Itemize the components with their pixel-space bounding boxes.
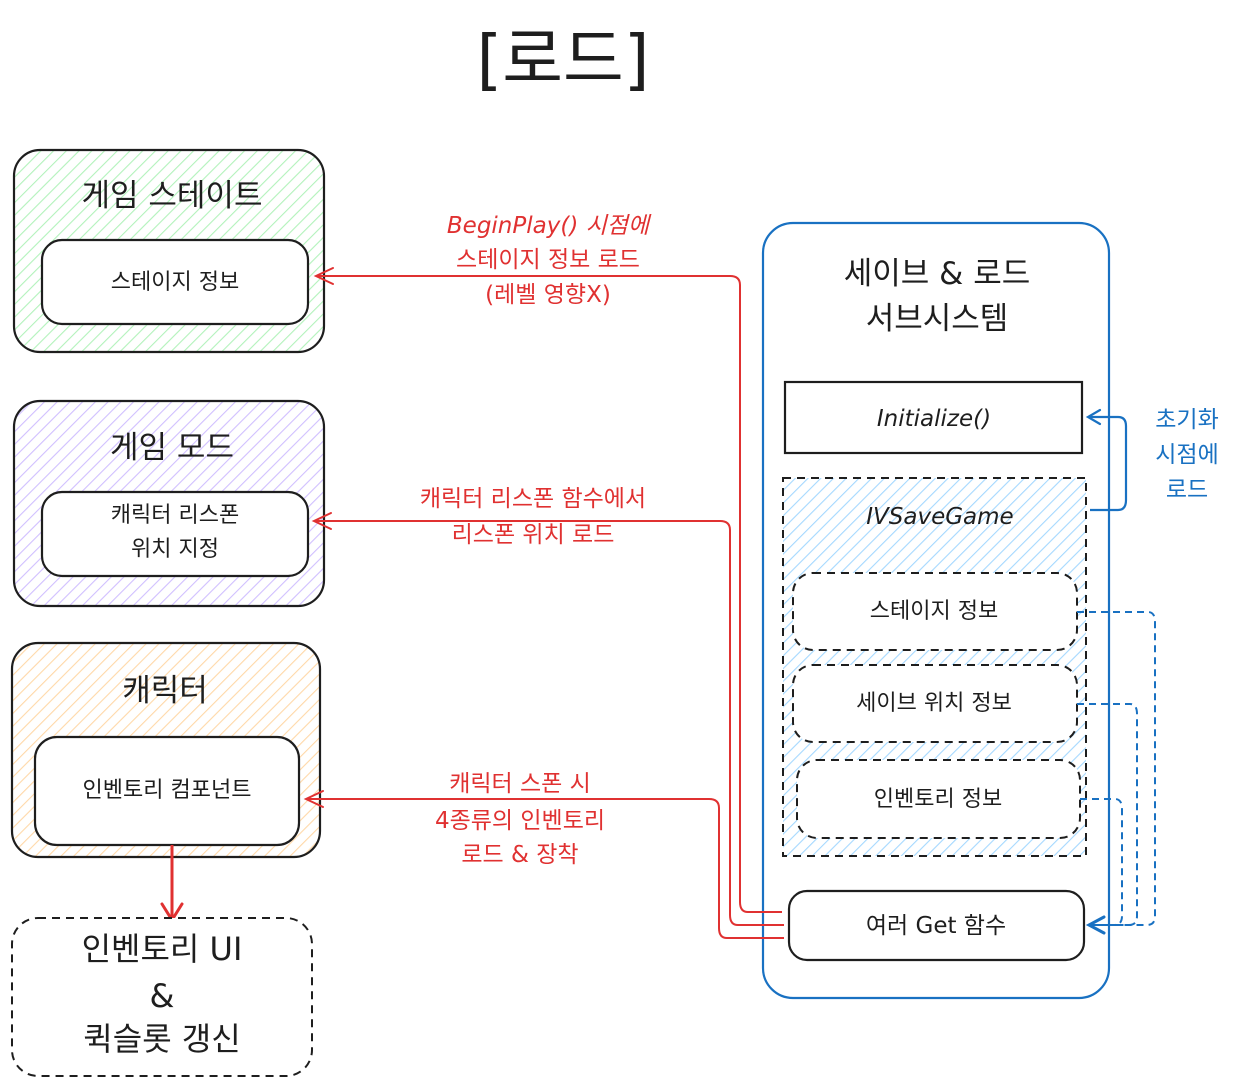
savegame-label: IVSaveGame — [866, 504, 1013, 530]
stage-load-line2: 스테이지 정보 로드 — [456, 247, 640, 273]
character-inventory-component-box — [33, 735, 301, 847]
game-mode-respawn-line2: 위치 지정 — [131, 537, 219, 562]
get-functions-box — [787, 889, 1086, 962]
stage-load-arrow — [313, 267, 782, 913]
game-state-stage-info-label: 스테이지 정보 — [111, 270, 239, 295]
game-mode-respawn-box — [40, 490, 310, 578]
game-state-box: 게임 스테이트 스테이지 정보 — [12, 148, 326, 354]
character-box: 캐릭터 인벤토리 컴포넌트 — [10, 641, 322, 859]
subsystem-box: 세이브 & 로드 서브시스템 Initialize() IVSaveGame 스… — [761, 221, 1111, 1000]
inventory-ui-line1: 인벤토리 UI — [82, 930, 243, 968]
stage-load-line3: (레벨 영향X) — [485, 282, 611, 308]
game-state-stage-info-box — [40, 238, 310, 326]
get-functions-label: 여러 Get 함수 — [866, 913, 1006, 939]
stage-load-line1: BeginPlay() 시점에 — [447, 213, 652, 239]
init-load-annotation: 초기화 시점에 로드 — [1155, 407, 1218, 503]
game-mode-respawn-line1: 캐릭터 리스폰 — [111, 503, 239, 528]
inventory-ui-line2: & — [150, 977, 175, 1015]
respawn-load-line1: 캐릭터 리스폰 함수에서 — [420, 486, 646, 512]
stage-load-annotation: BeginPlay() 시점에 스테이지 정보 로드 (레벨 영향X) — [447, 213, 652, 308]
savegame-inventory-info-label: 인벤토리 정보 — [874, 787, 1002, 812]
inventory-ui-line3: 퀵슬롯 갱신 — [83, 1020, 240, 1058]
init-load-line1: 초기화 — [1155, 407, 1218, 433]
inventory-ui-box: 인벤토리 UI & 퀵슬롯 갱신 — [11, 917, 313, 1077]
respawn-load-arrow — [311, 512, 784, 926]
inventory-load-line1: 캐릭터 스폰 시 — [449, 771, 591, 797]
savegame-to-get-connectors — [1077, 611, 1156, 935]
game-mode-box: 게임 모드 캐릭터 리스폰 위치 지정 — [12, 399, 326, 608]
init-load-connector — [1085, 408, 1128, 512]
subsystem-title-line2: 서브시스템 — [866, 301, 1009, 337]
initialize-label: Initialize() — [877, 406, 991, 432]
savegame-stage-info-box — [792, 572, 1078, 651]
game-mode-title: 게임 모드 — [110, 430, 234, 466]
inventory-load-annotation: 캐릭터 스폰 시 4종류의 인벤토리 로드 & 장착 — [435, 771, 605, 868]
respawn-load-line2: 리스폰 위치 로드 — [452, 522, 615, 548]
inventory-load-line3: 로드 & 장착 — [461, 842, 578, 868]
init-load-line3: 로드 — [1166, 477, 1208, 503]
game-state-title: 게임 스테이트 — [82, 178, 263, 214]
character-title: 캐릭터 — [122, 673, 208, 709]
savegame-inventory-info-box — [796, 759, 1081, 839]
initialize-box — [783, 380, 1084, 455]
character-inventory-component-label: 인벤토리 컴포넌트 — [83, 778, 252, 803]
inventory-load-line2: 4종류의 인벤토리 — [435, 808, 605, 834]
subsystem-title-line1: 세이브 & 로드 — [844, 256, 1030, 292]
init-load-line2: 시점에 — [1155, 442, 1218, 468]
savegame-stage-info-label: 스테이지 정보 — [870, 599, 998, 624]
savegame-location-info-label: 세이브 위치 정보 — [856, 691, 1012, 716]
inventory-load-arrow — [303, 790, 784, 939]
savegame-location-info-box — [792, 664, 1078, 743]
respawn-load-annotation: 캐릭터 리스폰 함수에서 리스폰 위치 로드 — [420, 486, 646, 548]
page-title: [로드] — [477, 21, 650, 98]
